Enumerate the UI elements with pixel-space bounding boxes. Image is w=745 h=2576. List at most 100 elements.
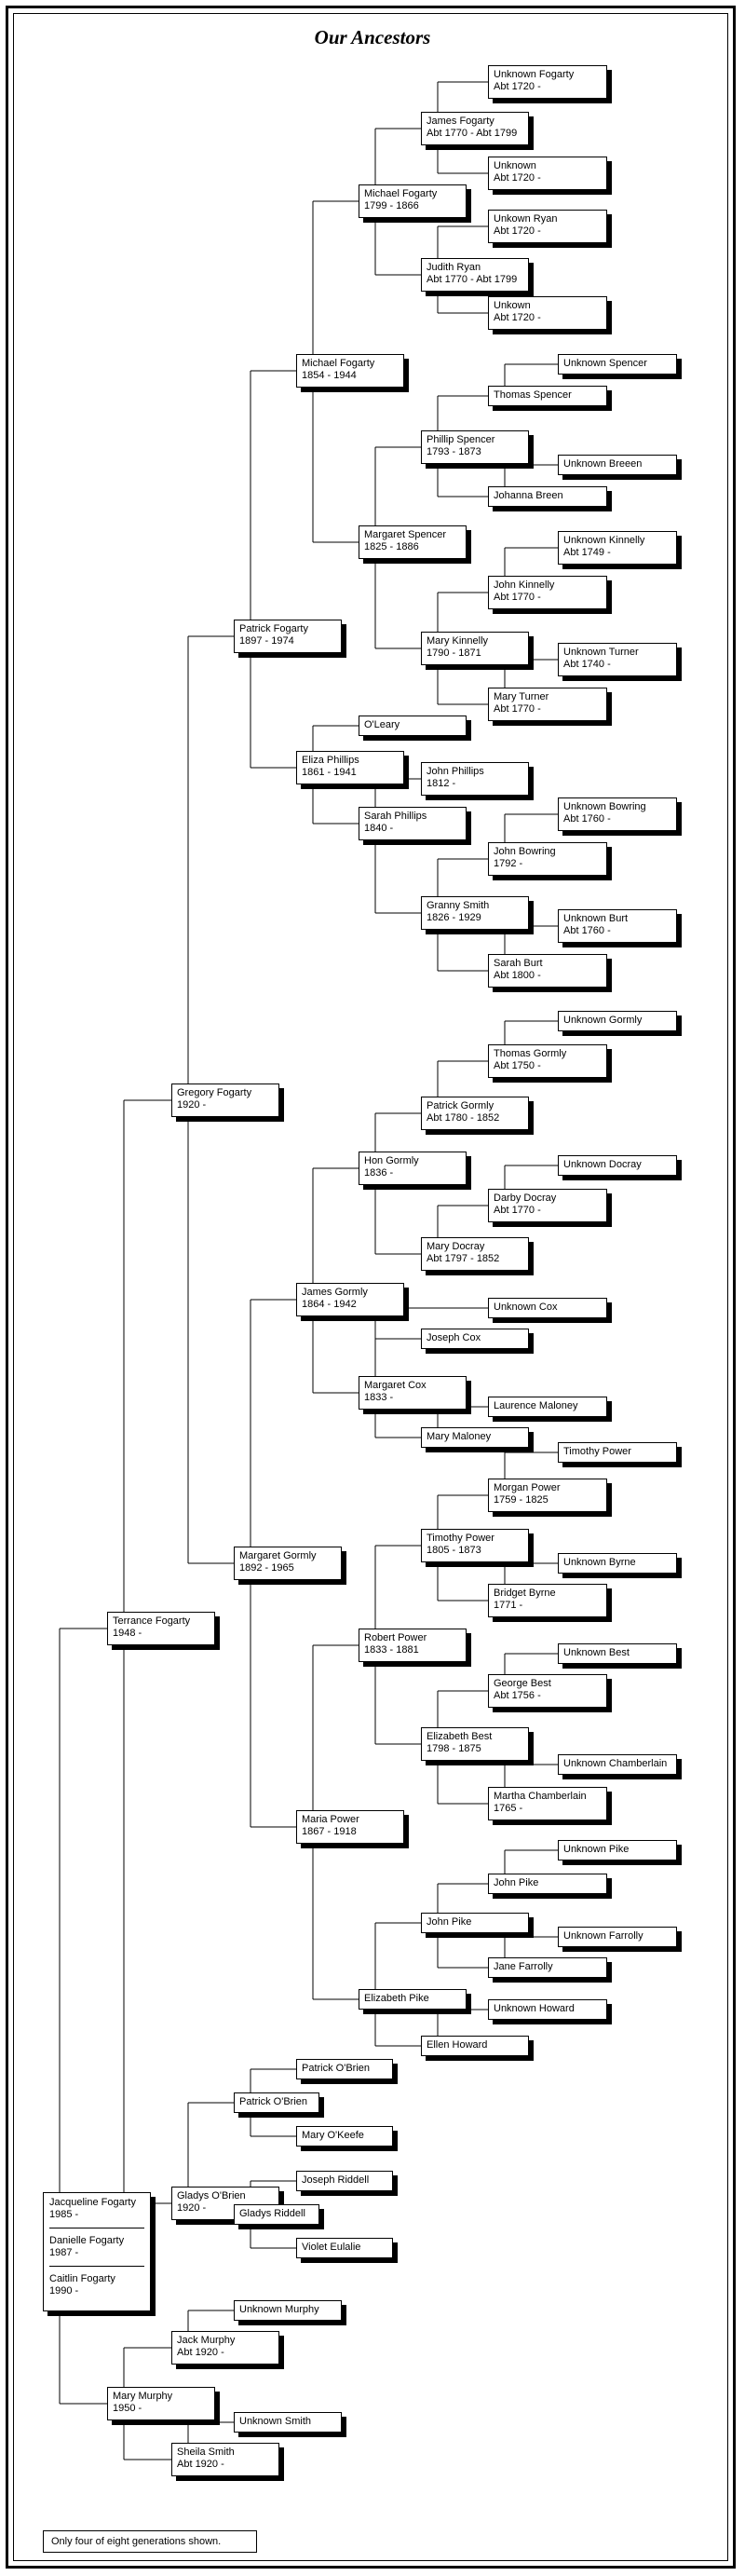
person-box-john-pike[interactable]: John Pike [421,1913,529,1933]
person-box-ellen[interactable]: Ellen Howard [421,2036,529,2056]
person-name: Morgan Power [494,1482,561,1493]
person-box-unk-pike[interactable]: Unknown Pike [558,1840,677,1860]
person-box-unk-byrne[interactable]: Unknown Byrne [558,1553,677,1574]
person-box-unk-howard[interactable]: Unknown Howard [488,1999,607,2020]
person-name: John Kinnelly [494,579,555,591]
person-box-joseph-r[interactable]: Joseph Riddell [296,2171,393,2191]
person-box-unk-breeen[interactable]: Unknown Breeen [558,455,677,475]
person-name: Unknown Howard [494,2003,575,2014]
person-name: Unknown Docray [563,1159,642,1170]
person-name: Gladys O'Brien [177,2190,246,2201]
person-box-joseph-c[interactable]: Joseph Cox [421,1329,529,1349]
person-box-patrick-ob2[interactable]: Patrick O'Brien [296,2059,393,2079]
person-box-johanna[interactable]: Johanna Breen [488,486,607,507]
person-box-laurence[interactable]: Laurence Maloney [488,1397,607,1417]
person-name: Unkown Ryan [494,213,558,225]
person-box-unk-cox[interactable]: Unknown Cox [488,1298,607,1318]
person-dates: Abt 1760 - [563,813,611,825]
person-box-gladys-r[interactable]: Gladys Riddell [234,2204,319,2225]
inner-frame [13,13,728,2561]
person-box-unk-gormly[interactable]: Unknown Gormly [558,1011,677,1031]
person-name: Martha Chamberlain [494,1791,587,1802]
person-name: James Fogarty [427,116,494,127]
person-box-unk-murphy[interactable]: Unknown Murphy [234,2300,342,2321]
person-box-unk-best[interactable]: Unknown Best [558,1643,677,1664]
person-name: Unknown Burt [563,913,629,924]
person-box-jane[interactable]: Jane Farrolly [488,1957,607,1978]
person-dates: Abt 1770 - [494,1205,541,1216]
root-dates-1: 1985 - [49,2209,79,2220]
person-name: Maria Power [302,1814,359,1825]
person-box-mary-m[interactable]: Mary Maloney [421,1427,529,1448]
person-box-oleary[interactable]: O'Leary [359,716,467,736]
person-box-timothy-p2[interactable]: Timothy Power [558,1442,677,1463]
person-name: Unknown Murphy [239,2304,319,2315]
person-box-unk-docray[interactable]: Unknown Docray [558,1155,677,1176]
person-box-violet[interactable]: Violet Eulalie [296,2238,393,2258]
person-box-unk-farrolly[interactable]: Unknown Farrolly [558,1927,677,1947]
root-siblings-box[interactable]: Jacqueline Fogarty 1985 - Danielle Fogar… [43,2192,151,2311]
person-box-unk-spencer[interactable]: Unknown Spencer [558,354,677,375]
person-name: Mary Turner [494,691,549,702]
person-name: Sheila Smith [177,2447,235,2458]
person-box-thomas-s[interactable]: Thomas Spencer [488,386,607,406]
person-name: Patrick O'Brien [239,2096,308,2107]
person-box-patrick-ob[interactable]: Patrick O'Brien [234,2092,319,2113]
person-dates: 1759 - 1825 [494,1494,549,1506]
person-box-elizabeth-p[interactable]: Elizabeth Pike [359,1989,467,2010]
person-name: Sarah Burt [494,958,543,969]
person-dates: Abt 1770 - [494,703,541,715]
person-box-unk-smith[interactable]: Unknown Smith [234,2412,342,2433]
person-name: Unknown Smith [239,2416,312,2427]
root-dates-2: 1987 - [49,2247,79,2258]
person-box-mary-ok[interactable]: Mary O'Keefe [296,2126,393,2147]
person-box-john-pike2[interactable]: John Pike [488,1874,607,1894]
person-box-unk-chamb[interactable]: Unknown Chamberlain [558,1754,677,1775]
